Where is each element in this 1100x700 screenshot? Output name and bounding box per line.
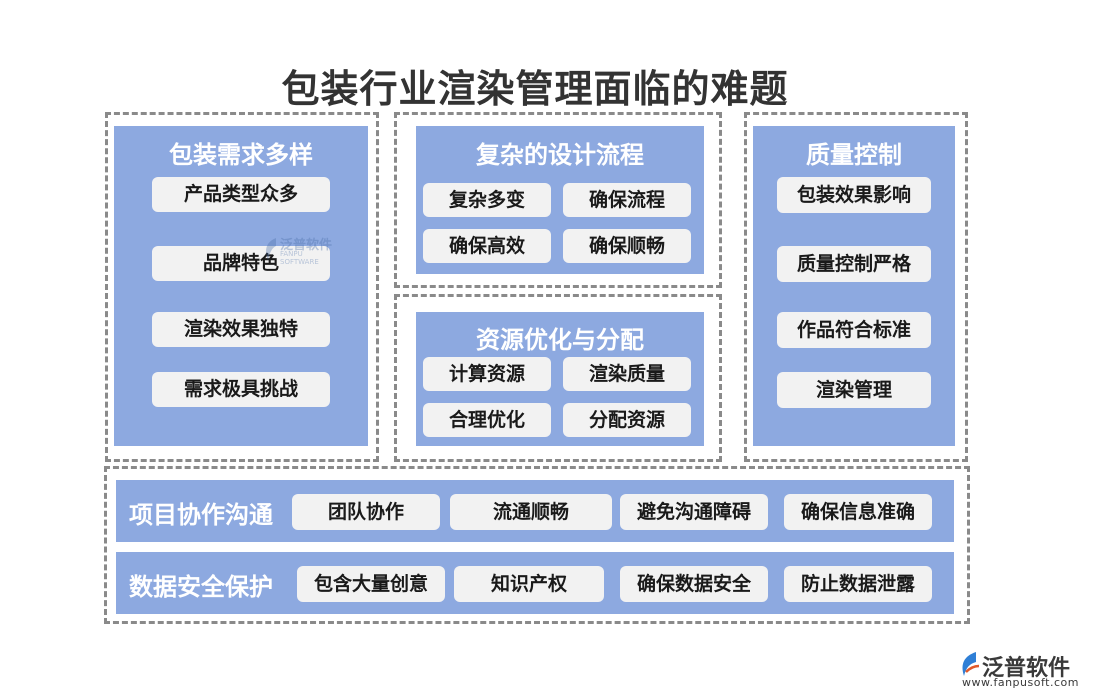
collab-title: 项目协作沟通	[129, 501, 273, 529]
page-title: 包装行业渲染管理面临的难题	[281, 67, 789, 111]
resources-item: 计算资源	[423, 357, 551, 391]
packaging-panel: 包装需求多样 产品类型众多 品牌特色 渲染效果独特 需求极具挑战	[114, 126, 368, 446]
design-group-border	[394, 112, 722, 288]
packaging-group-border	[105, 112, 379, 462]
packaging-title: 包装需求多样	[169, 141, 313, 169]
security-item: 包含大量创意	[297, 566, 445, 602]
resources-panel: 资源优化与分配 计算资源 渲染质量 合理优化 分配资源	[416, 312, 704, 446]
quality-item: 作品符合标准	[777, 312, 931, 348]
design-item: 确保高效	[423, 229, 551, 263]
brand-name: 泛普软件	[982, 656, 1071, 681]
design-item: 确保流程	[563, 183, 691, 217]
brand-url: www.fanpusoft.com	[962, 676, 1079, 689]
resources-title: 资源优化与分配	[476, 326, 644, 354]
brand-logo: 泛普软件 www.fanpusoft.com	[956, 648, 1086, 692]
packaging-item: 品牌特色	[152, 246, 330, 281]
quality-group-border	[744, 112, 968, 462]
collab-panel: 项目协作沟通 团队协作 流通顺畅 避免沟通障碍 确保信息准确	[116, 480, 954, 542]
design-item: 确保顺畅	[563, 229, 691, 263]
watermark-name: 泛普软件	[280, 238, 333, 253]
collab-item: 确保信息准确	[784, 494, 932, 530]
collab-item: 流通顺畅	[450, 494, 612, 530]
quality-panel: 质量控制 包装效果影响 质量控制严格 作品符合标准 渲染管理	[753, 126, 955, 446]
quality-item: 包装效果影响	[777, 177, 931, 213]
security-item: 知识产权	[454, 566, 604, 602]
design-title: 复杂的设计流程	[476, 141, 644, 169]
resources-item: 分配资源	[563, 403, 691, 437]
security-item: 防止数据泄露	[784, 566, 932, 602]
resources-item: 渲染质量	[563, 357, 691, 391]
brand-logo-icon	[962, 652, 980, 676]
packaging-item: 渲染效果独特	[152, 312, 330, 347]
collab-item: 避免沟通障碍	[620, 494, 768, 530]
watermark-logo-icon	[266, 238, 276, 260]
quality-item: 质量控制严格	[777, 246, 931, 282]
security-panel: 数据安全保护 包含大量创意 知识产权 确保数据安全 防止数据泄露	[116, 552, 954, 614]
watermark: 泛普软件 FANPU SOFTWARE	[262, 236, 338, 266]
watermark-sub: FANPU SOFTWARE	[280, 250, 319, 266]
packaging-item: 需求极具挑战	[152, 372, 330, 407]
quality-title: 质量控制	[806, 141, 902, 169]
resources-item: 合理优化	[423, 403, 551, 437]
design-item: 复杂多变	[423, 183, 551, 217]
bottom-group-border	[104, 466, 970, 624]
design-panel: 复杂的设计流程 复杂多变 确保流程 确保高效 确保顺畅	[416, 126, 704, 274]
security-item: 确保数据安全	[620, 566, 768, 602]
packaging-item: 产品类型众多	[152, 177, 330, 212]
quality-item: 渲染管理	[777, 372, 931, 408]
resources-group-border	[394, 294, 722, 462]
security-title: 数据安全保护	[129, 573, 273, 601]
collab-item: 团队协作	[292, 494, 440, 530]
